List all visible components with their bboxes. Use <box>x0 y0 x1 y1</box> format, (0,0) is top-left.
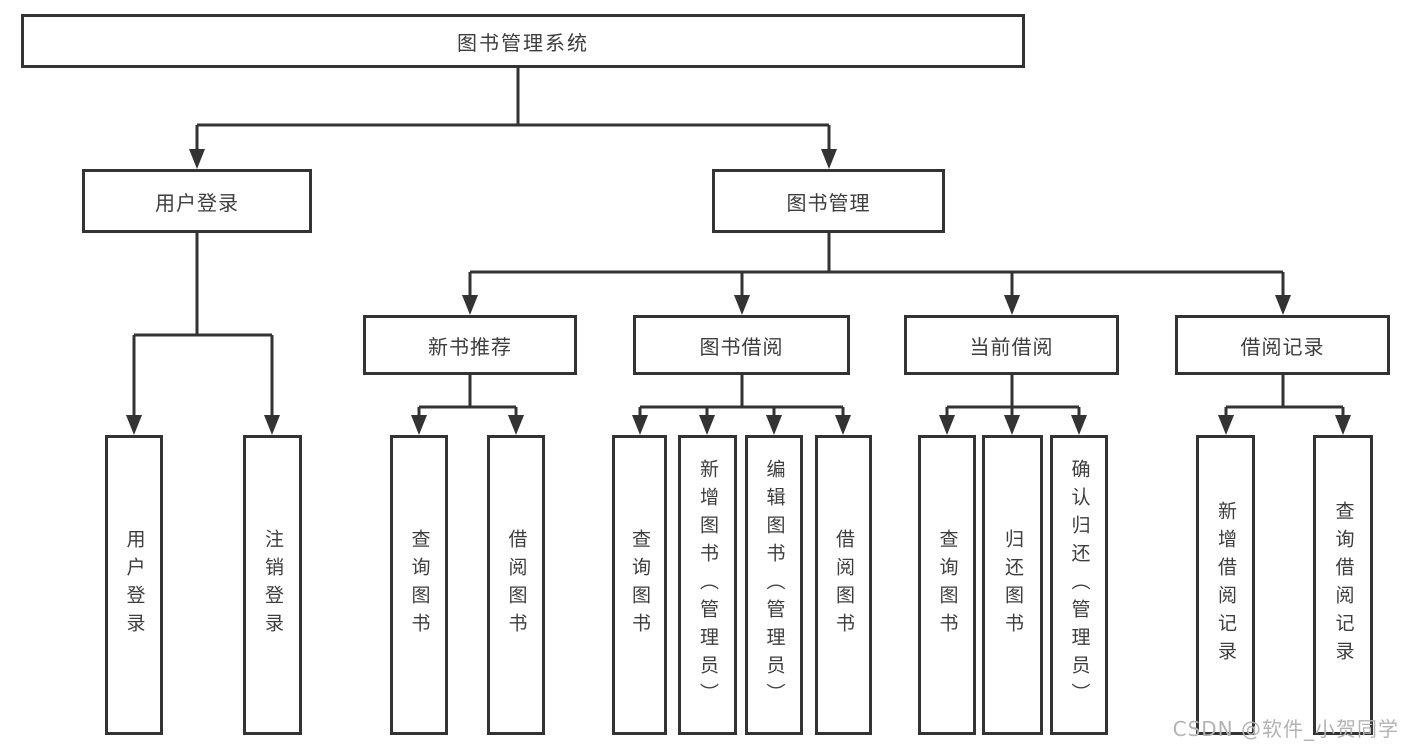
arrowheads-current-borrow-branch <box>939 415 1087 435</box>
connector-root-to-level2 <box>195 68 831 151</box>
leaf-edit-book-admin: 编辑图书（管理员） <box>745 435 803 735</box>
connector-borrow-record-branch <box>1224 375 1345 417</box>
arrowheads-book-mgmt-branch <box>462 295 1291 315</box>
leaf-logout: 注销登录 <box>243 435 302 735</box>
connector-new-book-rec-branch <box>417 375 518 417</box>
leaf-query-borrow-record: 查询借阅记录 <box>1313 435 1373 735</box>
connector-book-borrow-branch <box>638 375 845 417</box>
arrowheads-new-book-rec-branch <box>411 415 524 435</box>
node-current-borrowing: 当前借阅 <box>904 315 1119 375</box>
node-borrowing-records: 借阅记录 <box>1175 315 1390 375</box>
node-new-book-recommendation: 新书推荐 <box>363 315 577 375</box>
leaf-rec-query-books: 查询图书 <box>390 435 448 735</box>
arrowheads-borrow-record-branch <box>1218 415 1351 435</box>
arrowheads-user-login-branch <box>126 415 280 435</box>
connector-book-mgmt-branch <box>468 233 1285 297</box>
connector-current-borrow-branch <box>945 375 1081 417</box>
node-book-borrowing: 图书借阅 <box>633 315 850 375</box>
arrowheads-book-borrow-branch <box>632 415 851 435</box>
csdn-watermark: CSDN @软件_小贺同学 <box>1172 717 1399 741</box>
leaf-add-borrow-record: 新增借阅记录 <box>1196 435 1255 735</box>
node-book-management: 图书管理 <box>712 169 945 233</box>
leaf-return-book: 归还图书 <box>982 435 1043 735</box>
leaf-user-login: 用户登录 <box>105 435 163 735</box>
leaf-confirm-return-admin: 确认归还（管理员） <box>1050 435 1108 735</box>
leaf-borrow-query-books: 查询图书 <box>612 435 667 735</box>
leaf-borrow-books: 借阅图书 <box>815 435 872 735</box>
arrowheads-level2 <box>189 149 837 169</box>
leaf-current-query-books: 查询图书 <box>918 435 976 735</box>
leaf-add-book-admin: 新增图书（管理员） <box>678 435 737 735</box>
connector-user-login-branch <box>132 233 274 417</box>
leaf-rec-borrow-books: 借阅图书 <box>487 435 545 735</box>
node-library-management-system: 图书管理系统 <box>21 14 1025 68</box>
node-user-login: 用户登录 <box>82 169 312 233</box>
